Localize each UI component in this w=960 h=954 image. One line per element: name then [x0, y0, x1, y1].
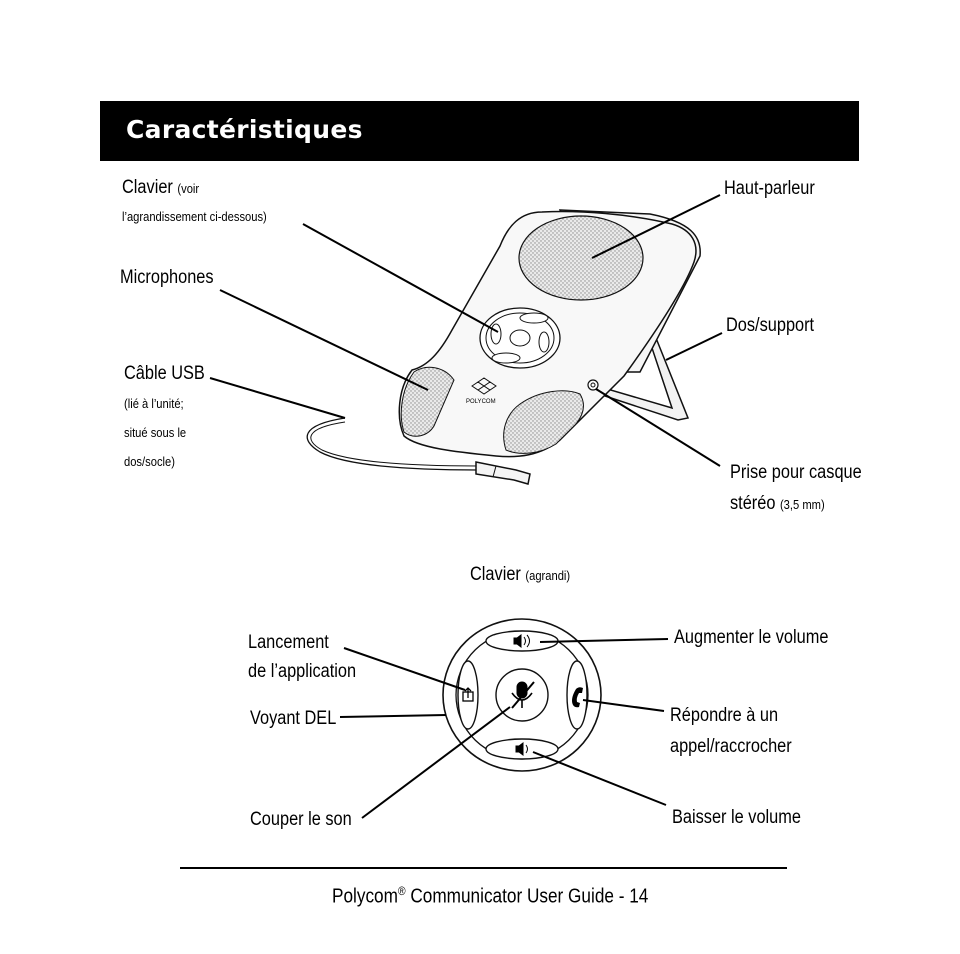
phone-handset-icon [572, 687, 583, 708]
speaker-grille [518, 215, 644, 301]
footer-rule [180, 867, 787, 869]
answer-label-1: Répondre à un [670, 705, 779, 726]
app-launch-icon [462, 687, 474, 702]
page-footer: Polycom® Communicator User Guide - 14 [332, 884, 649, 908]
section-header: Caractéristiques [100, 101, 859, 161]
usb-cable-note-2: situé sous le [124, 425, 187, 440]
headset-jack [587, 379, 599, 391]
device-logo-text: POLYCOM [466, 399, 496, 405]
volume-down-label: Baisser le volume [672, 807, 801, 828]
microphones-label: Microphones [120, 267, 214, 288]
usb-cable-note-3: dos/socle) [124, 454, 175, 469]
answer-label-2: appel/raccrocher [670, 736, 792, 757]
usb-cable-label: Câble USB [124, 363, 205, 384]
mute-microphone-icon [511, 681, 535, 709]
device-leader-lines [209, 194, 723, 467]
led-label: Voyant DEL [250, 708, 337, 729]
volume-up-label: Augmenter le volume [674, 627, 829, 648]
section-title: Caractéristiques [126, 115, 363, 144]
speaker-up-icon [513, 634, 530, 648]
keypad-leader-lines [339, 638, 669, 819]
keypad-enlarged-title: Clavier (agrandi) [470, 564, 571, 585]
usb-plug [475, 461, 531, 485]
keypad-label: Clavier (voir [122, 177, 200, 198]
mic-grille-right [503, 390, 584, 454]
usb-cable-note-1: (lié à l’unité; [124, 396, 184, 411]
speaker-down-icon [515, 742, 528, 756]
app-launch-label-2: de l’application [248, 661, 357, 682]
usb-cable [306, 417, 479, 471]
mute-label: Couper le son [250, 809, 352, 830]
polycom-logo [471, 377, 497, 395]
headset-jack-label-2: stéréo (3,5 mm) [730, 493, 825, 514]
headset-jack-label: Prise pour casque [730, 462, 862, 483]
speakerphone-device [306, 209, 701, 485]
back-stand-label: Dos/support [726, 315, 815, 336]
app-launch-label-1: Lancement [248, 632, 329, 653]
speaker-label: Haut-parleur [724, 178, 815, 199]
keypad-label-note: l’agrandissement ci-dessous) [122, 209, 267, 224]
